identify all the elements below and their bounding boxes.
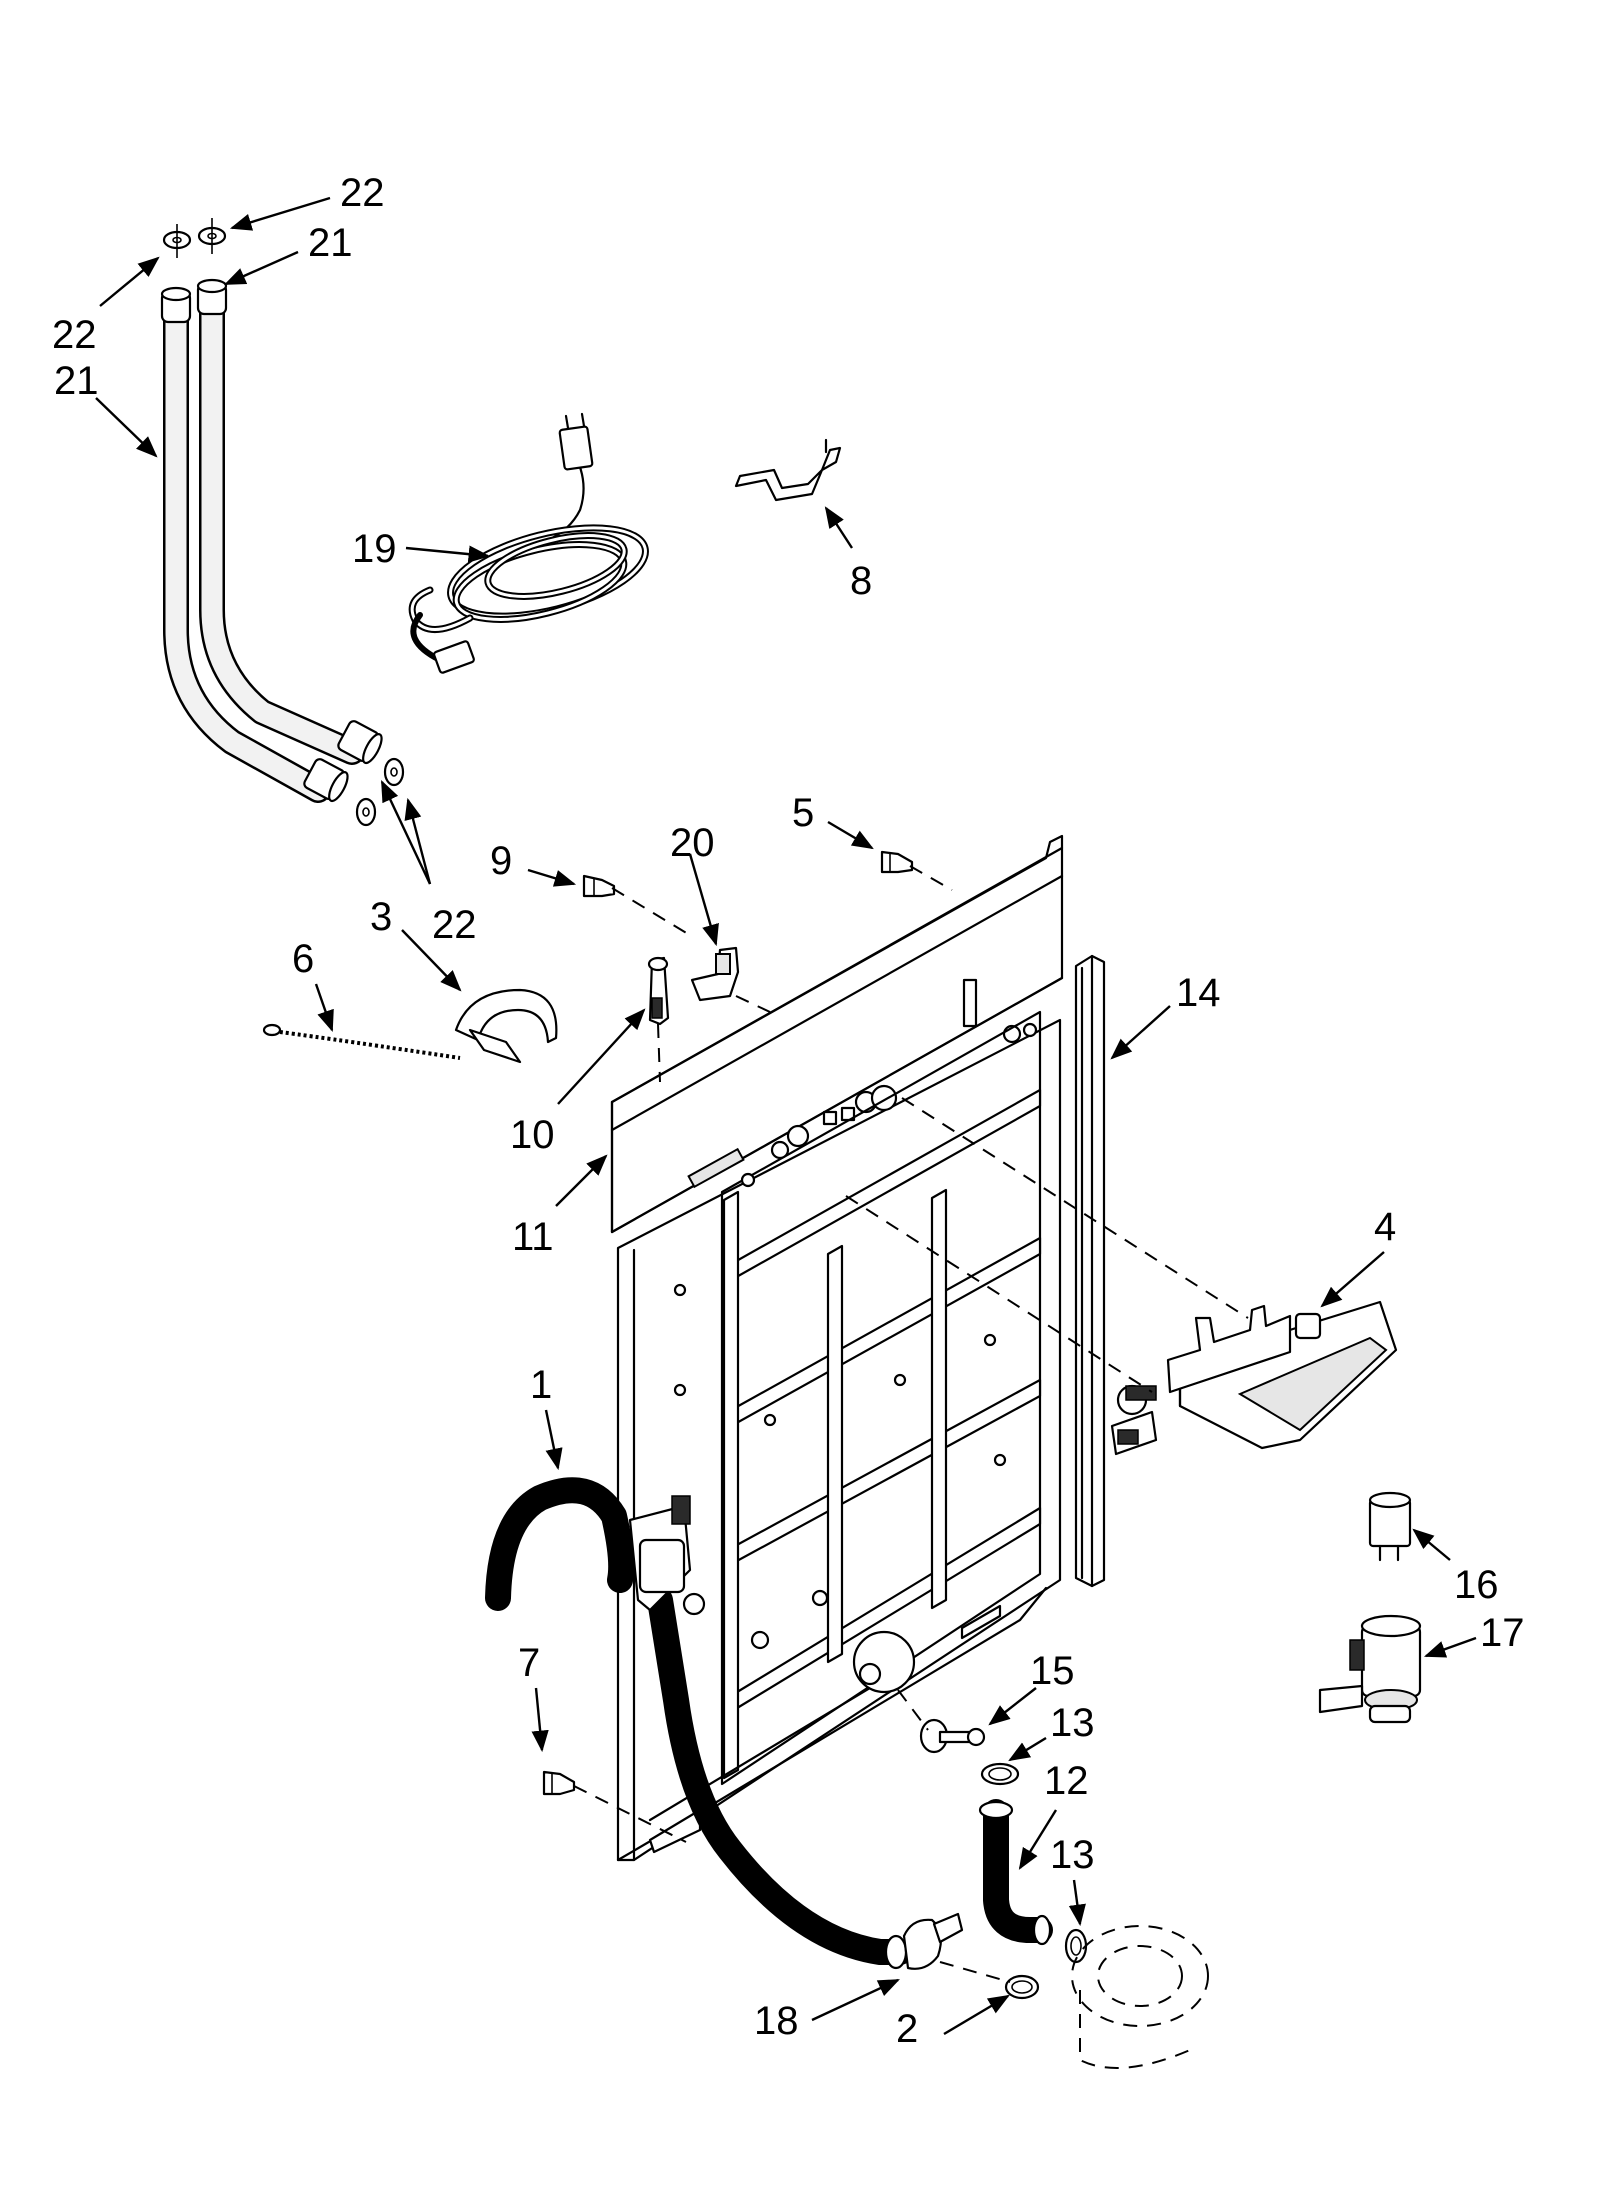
callout-1: 1 xyxy=(530,1363,552,1407)
callout-22: 22 xyxy=(340,171,385,215)
screw-5 xyxy=(880,850,914,874)
callout-15: 15 xyxy=(1030,1649,1075,1693)
power-cord xyxy=(408,412,649,674)
callout-13: 13 xyxy=(1050,1833,1095,1877)
callout-19: 19 xyxy=(352,527,397,571)
callout-6: 6 xyxy=(292,937,314,981)
callout-14: 14 xyxy=(1176,971,1221,1015)
callout-11: 11 xyxy=(512,1215,554,1259)
callout-21: 21 xyxy=(308,221,353,265)
callout-8: 8 xyxy=(850,559,872,603)
cable-tie xyxy=(262,1023,461,1060)
callout-22: 22 xyxy=(432,903,477,947)
callout-22: 22 xyxy=(52,313,97,357)
callout-18: 18 xyxy=(754,1999,799,2043)
callout-3: 3 xyxy=(370,895,392,939)
callout-21: 21 xyxy=(54,359,99,403)
screw-9 xyxy=(582,874,616,898)
pump-motor-17 xyxy=(1318,1614,1422,1724)
clip-20 xyxy=(690,946,740,1002)
callout-7: 7 xyxy=(518,1641,540,1685)
hose-clamp-2 xyxy=(1004,1974,1040,2000)
rear-panel xyxy=(610,834,1064,1862)
callout-5: 5 xyxy=(792,791,814,835)
callout-2: 2 xyxy=(896,2007,918,2051)
callout-labels: 22 21 22 21 19 8 5 9 20 3 22 6 14 10 11 … xyxy=(52,171,1525,2051)
screw-7 xyxy=(542,1770,576,1796)
clamp-13-upper xyxy=(980,1762,1020,1786)
plug-15 xyxy=(919,1718,986,1754)
callout-16: 16 xyxy=(1454,1563,1499,1607)
hook-10 xyxy=(647,956,670,1026)
hose-clamp-18 xyxy=(902,1912,964,1970)
callout-17: 17 xyxy=(1480,1611,1525,1655)
leader-arrows xyxy=(95,196,1477,2036)
callout-4: 4 xyxy=(1374,1205,1396,1249)
water-valve xyxy=(1110,1300,1398,1456)
bracket xyxy=(734,438,842,502)
callout-9: 9 xyxy=(490,839,512,883)
pump-phantom xyxy=(1071,1925,1209,2069)
capacitor-16 xyxy=(1368,1491,1412,1562)
side-rail xyxy=(1074,954,1106,1588)
drain-hose xyxy=(485,1477,913,1970)
callout-12: 12 xyxy=(1044,1759,1089,1803)
callout-20: 20 xyxy=(670,821,715,865)
assembly-lines xyxy=(573,865,1249,1983)
callout-10: 10 xyxy=(510,1113,555,1157)
hose-strap xyxy=(454,988,558,1064)
inlet-hoses xyxy=(160,218,405,827)
callout-13: 13 xyxy=(1050,1701,1095,1745)
drain-hose-12 xyxy=(978,1799,1053,1946)
